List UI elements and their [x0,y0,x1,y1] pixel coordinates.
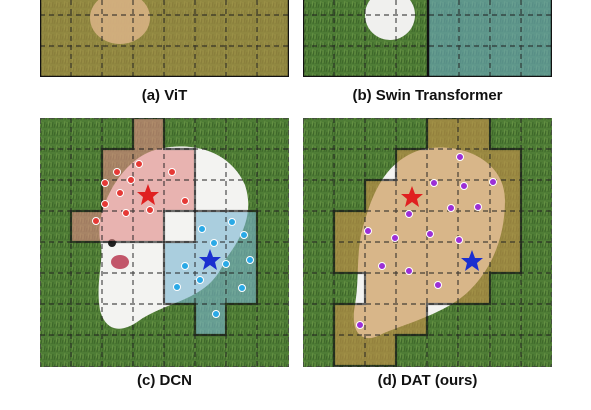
dcn-blue-points [173,218,254,318]
dcn-blue-star [199,249,221,270]
dat-blue-star [461,250,483,271]
panel-dcn-image [40,118,289,367]
caption-vit: (a) ViT [141,87,188,104]
dog-shape [365,0,415,40]
dcn-red-points [92,160,189,225]
dat-purple-points [356,153,497,329]
dat-red-star [401,186,423,207]
dcn-red-star [137,184,159,205]
caption-swin: (b) Swin Transformer [352,87,503,104]
panel-dat-image [303,118,552,367]
caption-dcn: (c) DCN [137,372,192,389]
panel-swin-image [303,0,552,77]
panel-vit-image [40,0,289,77]
caption-dat: (d) DAT (ours) [377,372,478,389]
